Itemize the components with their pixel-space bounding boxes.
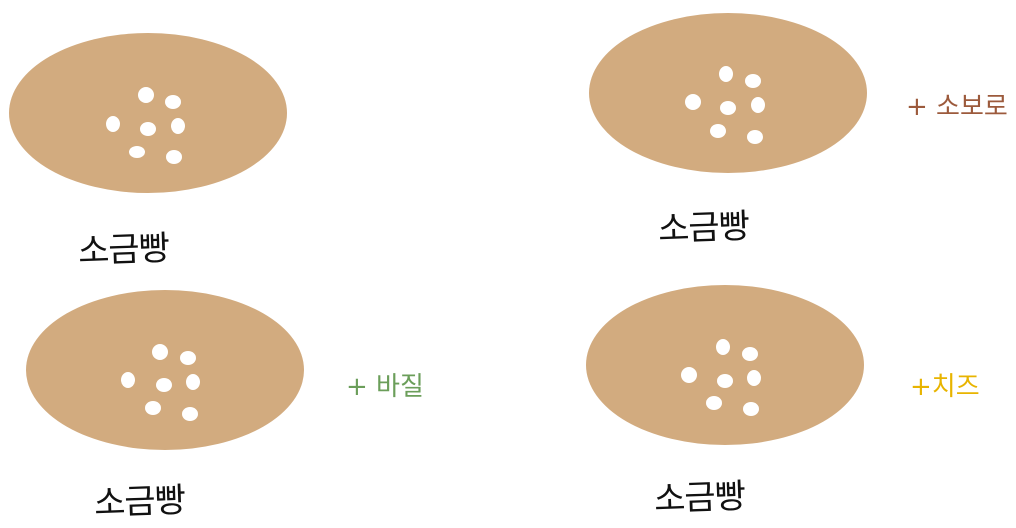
sesame-seeds	[681, 339, 761, 416]
salt-bread-2	[589, 13, 867, 173]
seed	[717, 374, 733, 388]
topping-label-2: + 소보로	[906, 92, 1008, 122]
seed	[166, 150, 182, 164]
seed	[180, 351, 196, 365]
salt-bread-3	[26, 290, 304, 450]
sesame-seeds	[685, 66, 765, 144]
seed	[171, 118, 185, 134]
bread-label-3: 소금빵	[93, 480, 186, 524]
seed	[152, 344, 168, 360]
topping-label-3: + 바질	[346, 372, 424, 402]
seed	[720, 101, 736, 115]
sesame-seeds	[106, 87, 185, 164]
sesame-seeds	[121, 344, 200, 421]
seed	[129, 146, 145, 158]
seed	[138, 87, 154, 103]
seed	[751, 97, 765, 113]
seed	[156, 378, 172, 392]
seed	[186, 374, 200, 390]
seed	[145, 401, 161, 415]
seed	[716, 339, 730, 355]
seed	[742, 347, 758, 361]
seed	[685, 94, 701, 110]
bread-label-4: 소금빵	[653, 476, 746, 520]
seed	[745, 74, 761, 88]
seed	[719, 66, 733, 82]
seed	[747, 370, 761, 386]
topping-label-4: +치즈	[910, 372, 980, 402]
seed	[710, 124, 726, 138]
seed	[165, 95, 181, 109]
seed	[706, 396, 722, 410]
bread-label-1: 소금빵	[77, 228, 170, 272]
seed	[681, 367, 697, 383]
seed	[121, 372, 135, 388]
salt-bread-4	[586, 285, 864, 445]
seed	[182, 407, 198, 421]
seed	[106, 116, 120, 132]
seed	[140, 122, 156, 136]
bread-label-2: 소금빵	[657, 206, 750, 250]
seed	[747, 130, 763, 144]
salt-bread-1	[9, 33, 287, 193]
seed	[743, 402, 759, 416]
